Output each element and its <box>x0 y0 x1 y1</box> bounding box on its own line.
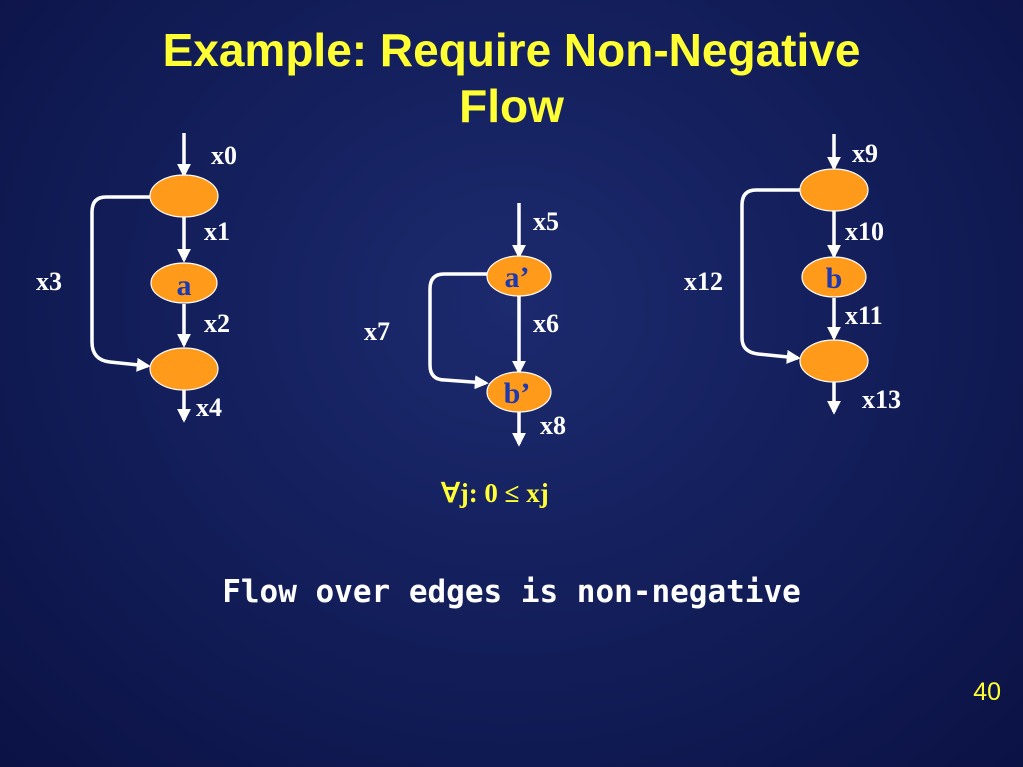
edge-label-x12: x12 <box>684 267 723 296</box>
node-label-a-prime: a’ <box>505 261 530 294</box>
node-label-b: b <box>826 262 843 295</box>
edge-label-x5: x5 <box>533 207 559 236</box>
title-line-2: Flow <box>459 80 564 132</box>
edge-x12 <box>740 188 802 364</box>
non-negativity-constraint: ∀j: 0 ≤ xj <box>441 478 549 508</box>
graph-3-node-top <box>799 168 869 212</box>
edge-label-x0: x0 <box>211 141 237 170</box>
node-label-b-prime: b’ <box>504 377 531 410</box>
edge-label-x2: x2 <box>204 309 230 338</box>
graph-2-node-b-prime <box>486 371 552 413</box>
edge-label-x4: x4 <box>196 393 222 422</box>
edge-label-x9: x9 <box>852 139 878 168</box>
graph-3-node-bottom <box>799 339 869 383</box>
page-number: 40 <box>973 678 1001 706</box>
edge-label-x3: x3 <box>36 267 62 296</box>
graph-1-node-a <box>150 262 218 304</box>
edge-x3 <box>90 195 152 372</box>
graph-1-node-bottom <box>149 347 219 391</box>
edge-x7 <box>428 272 489 390</box>
slide-caption: Flow over edges is non-negative <box>222 574 801 610</box>
graph-3-node-b <box>801 256 867 298</box>
edge-label-x7: x7 <box>364 317 390 346</box>
graph-2-node-a-prime <box>486 255 552 297</box>
edge-label-x10: x10 <box>845 217 884 246</box>
node-label-a: a <box>177 269 192 302</box>
edge-label-x8: x8 <box>540 411 566 440</box>
title-line-1: Example: Require Non-Negative <box>162 24 861 76</box>
edge-label-x11: x11 <box>845 301 883 330</box>
graph-1-node-top <box>149 174 219 218</box>
edge-label-x6: x6 <box>533 309 559 338</box>
graph-3: b x9 x10 x11 x12 x13 <box>684 134 901 415</box>
edge-label-x1: x1 <box>204 217 230 246</box>
edge-label-x13: x13 <box>862 385 901 414</box>
graph-2: a’ b’ x5 x6 x7 x8 <box>364 203 566 447</box>
graph-1: a x0 x1 x2 x3 x4 <box>36 133 237 423</box>
slide-title: Example: Require Non-Negative Flow <box>0 22 1023 134</box>
